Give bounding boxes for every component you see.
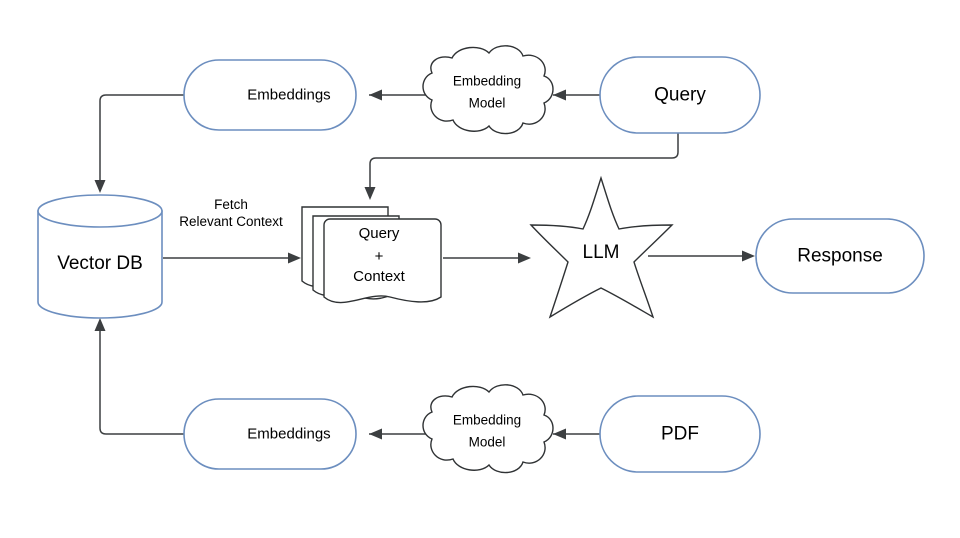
edge-embeddings-top-to-vector-db (94, 94, 218, 193)
node-embedding-model-bottom[interactable]: Embedding Model (422, 384, 554, 474)
arrowhead-icon (518, 252, 531, 264)
node-llm[interactable]: LLM (529, 175, 674, 319)
node-embeddings-top[interactable]: Embeddings (183, 59, 357, 131)
node-response[interactable]: Response (755, 218, 925, 294)
arrowhead-icon (369, 428, 382, 440)
node-query-context[interactable]: Query + Context (301, 206, 442, 304)
arrowhead-icon (742, 250, 755, 262)
node-query[interactable]: Query (599, 56, 761, 134)
edge-label-fetch-line1: Fetch (214, 197, 248, 212)
edge-pdf-to-embedding-model-bottom (553, 428, 600, 440)
edge-embedding-model-top-to-embeddings-top (369, 89, 430, 101)
node-vector-db[interactable]: Vector DB (37, 194, 163, 319)
arrowhead-icon (288, 252, 301, 264)
edge-embedding-model-bottom-to-embeddings-bottom (369, 428, 430, 440)
edge-vector-db-to-query-context: Fetch Relevant Context (163, 197, 301, 264)
edge-query-to-embedding-model-top (553, 89, 600, 101)
arrowhead-icon (364, 187, 376, 200)
arrowhead-icon (94, 180, 106, 193)
edge-embeddings-bottom-to-vector-db (94, 318, 218, 435)
node-pdf[interactable]: PDF (599, 395, 761, 473)
edge-label-fetch-line2: Relevant Context (179, 214, 283, 229)
arrowhead-icon (94, 318, 106, 331)
edge-llm-to-response (648, 250, 755, 262)
arrowhead-icon (553, 89, 566, 101)
node-embedding-model-top[interactable]: Embedding Model (422, 45, 554, 135)
edge-query-to-query-context (364, 133, 679, 200)
arrowhead-icon (553, 428, 566, 440)
edge-query-context-to-llm (443, 252, 531, 264)
node-embeddings-bottom[interactable]: Embeddings (183, 398, 357, 470)
arrowhead-icon (369, 89, 382, 101)
